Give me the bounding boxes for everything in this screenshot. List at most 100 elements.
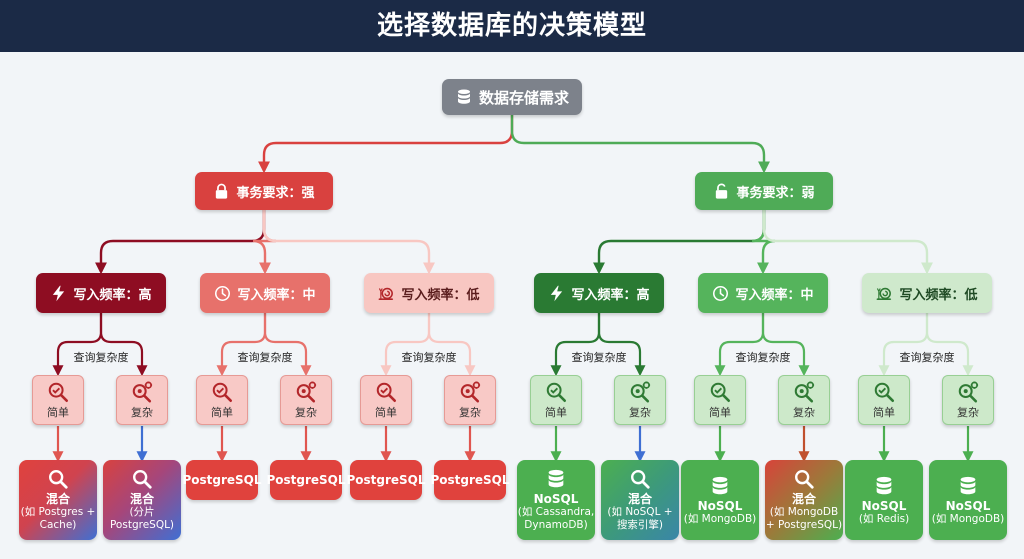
result-leaf: PostgreSQL (182, 460, 262, 500)
result-leaf-line: PostgreSQL (346, 472, 426, 487)
frequency-node-label: 写入频率：高 (571, 287, 650, 303)
root-node-label: 数据存储需求 (478, 88, 569, 107)
root-node: 数据存储需求 (442, 79, 582, 115)
edge-frequency-complex (427, 313, 476, 377)
lightning-icon (50, 285, 67, 302)
query-simple-node-label: 简单 (375, 405, 397, 419)
result-leaf-line: (如 Redis) (858, 512, 910, 525)
database-icon (709, 475, 731, 497)
search-check-icon (211, 381, 233, 403)
query-simple-node: 简单 (530, 375, 582, 425)
search-gear-icon (957, 380, 979, 403)
edge-root-branch (258, 115, 514, 174)
query-simple-node: 简单 (858, 375, 910, 425)
search-check-icon (47, 381, 69, 403)
result-leaf: NoSQL(如 Redis) (845, 460, 923, 540)
result-leaf-line: (如 Cassandra, (517, 506, 595, 518)
branch-weak-transaction-label: 事务要求：弱 (736, 185, 815, 201)
page-title: 选择数据库的决策模型 (376, 11, 647, 41)
query-complex-node-label: 复杂 (629, 405, 651, 419)
database-icon (545, 468, 567, 490)
query-complex-node: 复杂 (116, 375, 168, 425)
edge-frequency-complex (597, 313, 646, 377)
result-leaf-line: DynamoDB) (524, 519, 588, 531)
result-leaf-line: NoSQL (861, 498, 907, 513)
query-complex-node-label: 复杂 (459, 405, 481, 419)
result-leaf: NoSQL(如 Cassandra,DynamoDB) (517, 460, 595, 540)
database-icon (957, 475, 979, 497)
result-leaf-line: PostgreSQL (430, 472, 510, 487)
branch-weak-transaction: 事务要求：弱 (695, 172, 833, 210)
query-complexity-label: 查询复杂度 (899, 351, 955, 364)
lock-icon (213, 183, 230, 200)
result-leaf-line: PostgreSQL) (109, 519, 175, 531)
result-leaf-line: (如 Postgres + (20, 506, 96, 518)
search-icon (131, 468, 153, 490)
result-leaf-line: NoSQL (533, 492, 579, 506)
query-complexity-label: 查询复杂度 (735, 351, 791, 364)
result-leaf: 混合(如 NoSQL +搜索引擎) (601, 460, 679, 540)
edge-frequency-complex (925, 313, 974, 377)
search-icon (629, 468, 651, 490)
clock-icon (214, 285, 231, 302)
query-complex-node-label: 复杂 (957, 405, 979, 419)
result-leaf-line: (如 MongoDB) (931, 512, 1005, 525)
edge-branch-frequency (751, 210, 776, 275)
result-leaf-line: (如 MongoDB) (683, 512, 757, 525)
edge-branch-frequency (262, 210, 435, 275)
result-leaf-line: (如 NoSQL + (607, 506, 673, 518)
result-leaf-line: PostgreSQL (266, 472, 346, 487)
branch-strong-transaction-label: 事务要求：强 (236, 185, 315, 201)
result-leaf-line: NoSQL (945, 498, 991, 513)
result-leaf: NoSQL(如 MongoDB) (681, 460, 759, 540)
title-bar (0, 0, 1024, 52)
query-complex-node: 复杂 (614, 375, 666, 425)
query-complexity-label: 查询复杂度 (237, 351, 293, 364)
edge-branch-frequency (95, 210, 266, 275)
search-check-icon (375, 381, 397, 403)
query-simple-node-label: 简单 (211, 405, 233, 419)
result-leaf-line: + PostgreSQL) (765, 519, 843, 531)
query-simple-node: 简单 (196, 375, 248, 425)
edge-frequency-complex (263, 313, 312, 377)
edge-branch-frequency (762, 210, 933, 275)
database-icon (873, 475, 895, 497)
frequency-node: 写入频率：低 (364, 273, 494, 313)
search-check-icon (873, 381, 895, 403)
result-leaf: 混合(如 MongoDB+ PostgreSQL) (765, 460, 843, 540)
clock-icon (712, 285, 729, 302)
query-complex-node-label: 复杂 (793, 405, 815, 419)
frequency-node: 写入频率：中 (698, 273, 828, 313)
search-gear-icon (459, 380, 481, 403)
result-leaf: PostgreSQL (430, 460, 510, 500)
frequency-node: 写入频率：中 (200, 273, 330, 313)
search-gear-icon (131, 380, 153, 403)
result-leaf: NoSQL(如 MongoDB) (929, 460, 1007, 540)
lightning-icon (548, 285, 565, 302)
frequency-node: 写入频率：高 (36, 273, 166, 313)
result-leaf-line: 混合 (627, 492, 652, 506)
result-leaf-line: (如 MongoDB (769, 506, 839, 518)
snail-icon (876, 285, 893, 302)
frequency-node-label: 写入频率：高 (73, 287, 152, 303)
search-check-icon (545, 381, 567, 403)
query-complex-node: 复杂 (778, 375, 830, 425)
edge-frequency-complex (99, 313, 148, 377)
result-leaf-line: 混合 (129, 492, 154, 506)
search-check-icon (709, 381, 731, 403)
search-gear-icon (629, 380, 651, 403)
result-leaf-line: Cache) (39, 519, 77, 531)
query-complex-node-label: 复杂 (131, 405, 153, 419)
query-complexity-label: 查询复杂度 (571, 351, 627, 364)
search-gear-icon (295, 380, 317, 403)
result-leaf-line: 搜索引擎) (616, 519, 664, 531)
query-complex-node-label: 复杂 (295, 405, 317, 419)
query-simple-node: 简单 (694, 375, 746, 425)
query-complexity-label: 查询复杂度 (73, 351, 129, 364)
edge-branch-frequency (593, 210, 766, 275)
unlock-icon (713, 183, 730, 200)
frequency-node: 写入频率：高 (534, 273, 664, 313)
result-leaf-line: PostgreSQL (182, 472, 262, 487)
